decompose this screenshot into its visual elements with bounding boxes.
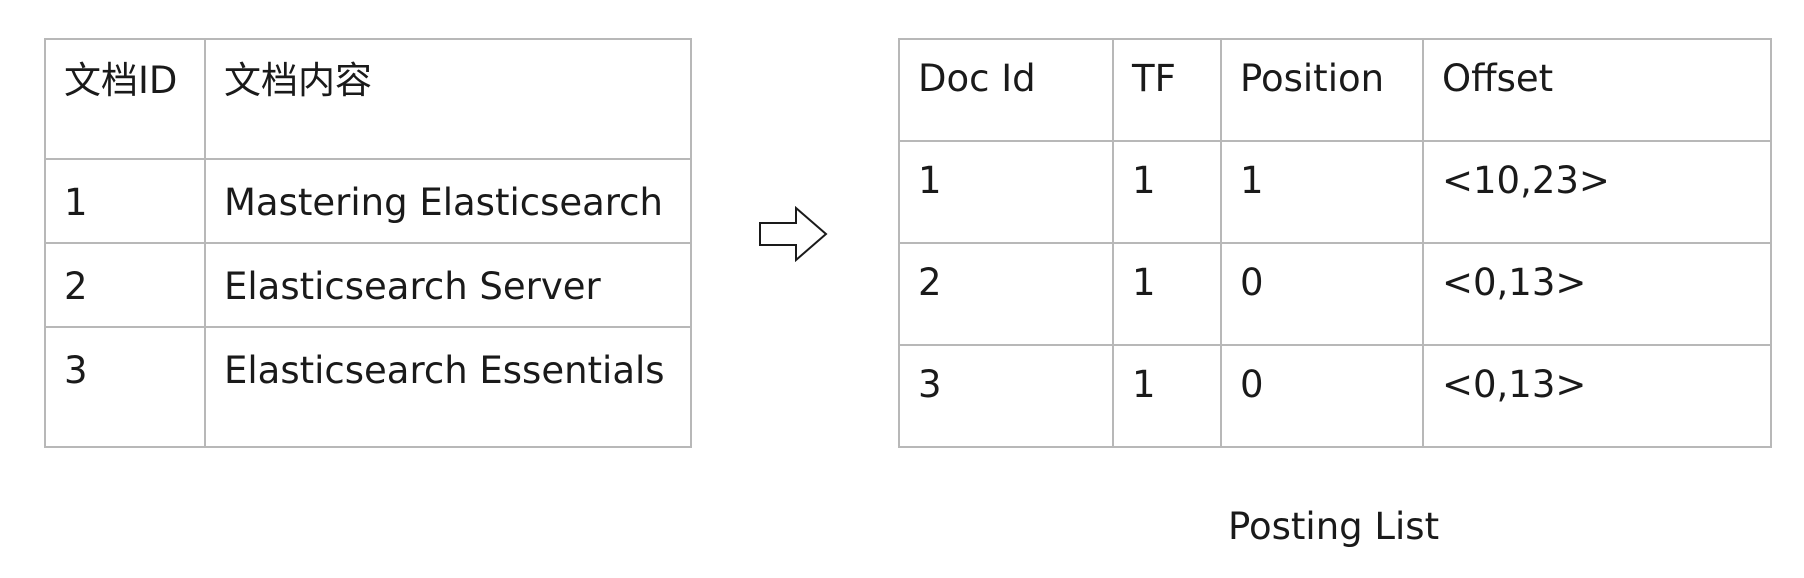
doc-id-cell: 3 [898,344,1114,448]
header-tf: TF [1112,38,1222,142]
posting-table-header-row: Doc Id TF Position Offset [898,38,1772,142]
doc-id-cell: 2 [44,242,206,328]
offset-cell: <10,23> [1422,140,1772,244]
doc-content-cell: Elasticsearch Essentials [204,326,692,448]
document-table: 文档ID 文档内容 1 Mastering Elasticsearch 2 El… [44,38,692,448]
header-offset: Offset [1422,38,1772,142]
posting-list-table: Doc Id TF Position Offset 1 1 1 <10,23> … [898,38,1772,448]
doc-content-cell: Mastering Elasticsearch [204,158,692,244]
table-row: 3 1 0 <0,13> [898,344,1772,448]
posting-list-caption: Posting List [1228,505,1440,548]
header-position: Position [1220,38,1424,142]
position-cell: 0 [1220,242,1424,346]
tf-cell: 1 [1112,140,1222,244]
doc-content-cell: Elasticsearch Server [204,242,692,328]
tf-cell: 1 [1112,242,1222,346]
header-doc-content: 文档内容 [204,38,692,160]
doc-id-cell: 1 [898,140,1114,244]
doc-id-cell: 1 [44,158,206,244]
table-row: 2 1 0 <0,13> [898,242,1772,346]
table-row: 1 1 1 <10,23> [898,140,1772,244]
table-row: 1 Mastering Elasticsearch [44,158,692,244]
position-cell: 1 [1220,140,1424,244]
table-row: 2 Elasticsearch Server [44,242,692,328]
header-doc-id: Doc Id [898,38,1114,142]
tf-cell: 1 [1112,344,1222,448]
offset-cell: <0,13> [1422,344,1772,448]
offset-cell: <0,13> [1422,242,1772,346]
doc-id-cell: 3 [44,326,206,448]
document-table-header-row: 文档ID 文档内容 [44,38,692,160]
table-row: 3 Elasticsearch Essentials [44,326,692,448]
position-cell: 0 [1220,344,1424,448]
header-doc-id: 文档ID [44,38,206,160]
right-arrow-icon [759,206,828,262]
doc-id-cell: 2 [898,242,1114,346]
